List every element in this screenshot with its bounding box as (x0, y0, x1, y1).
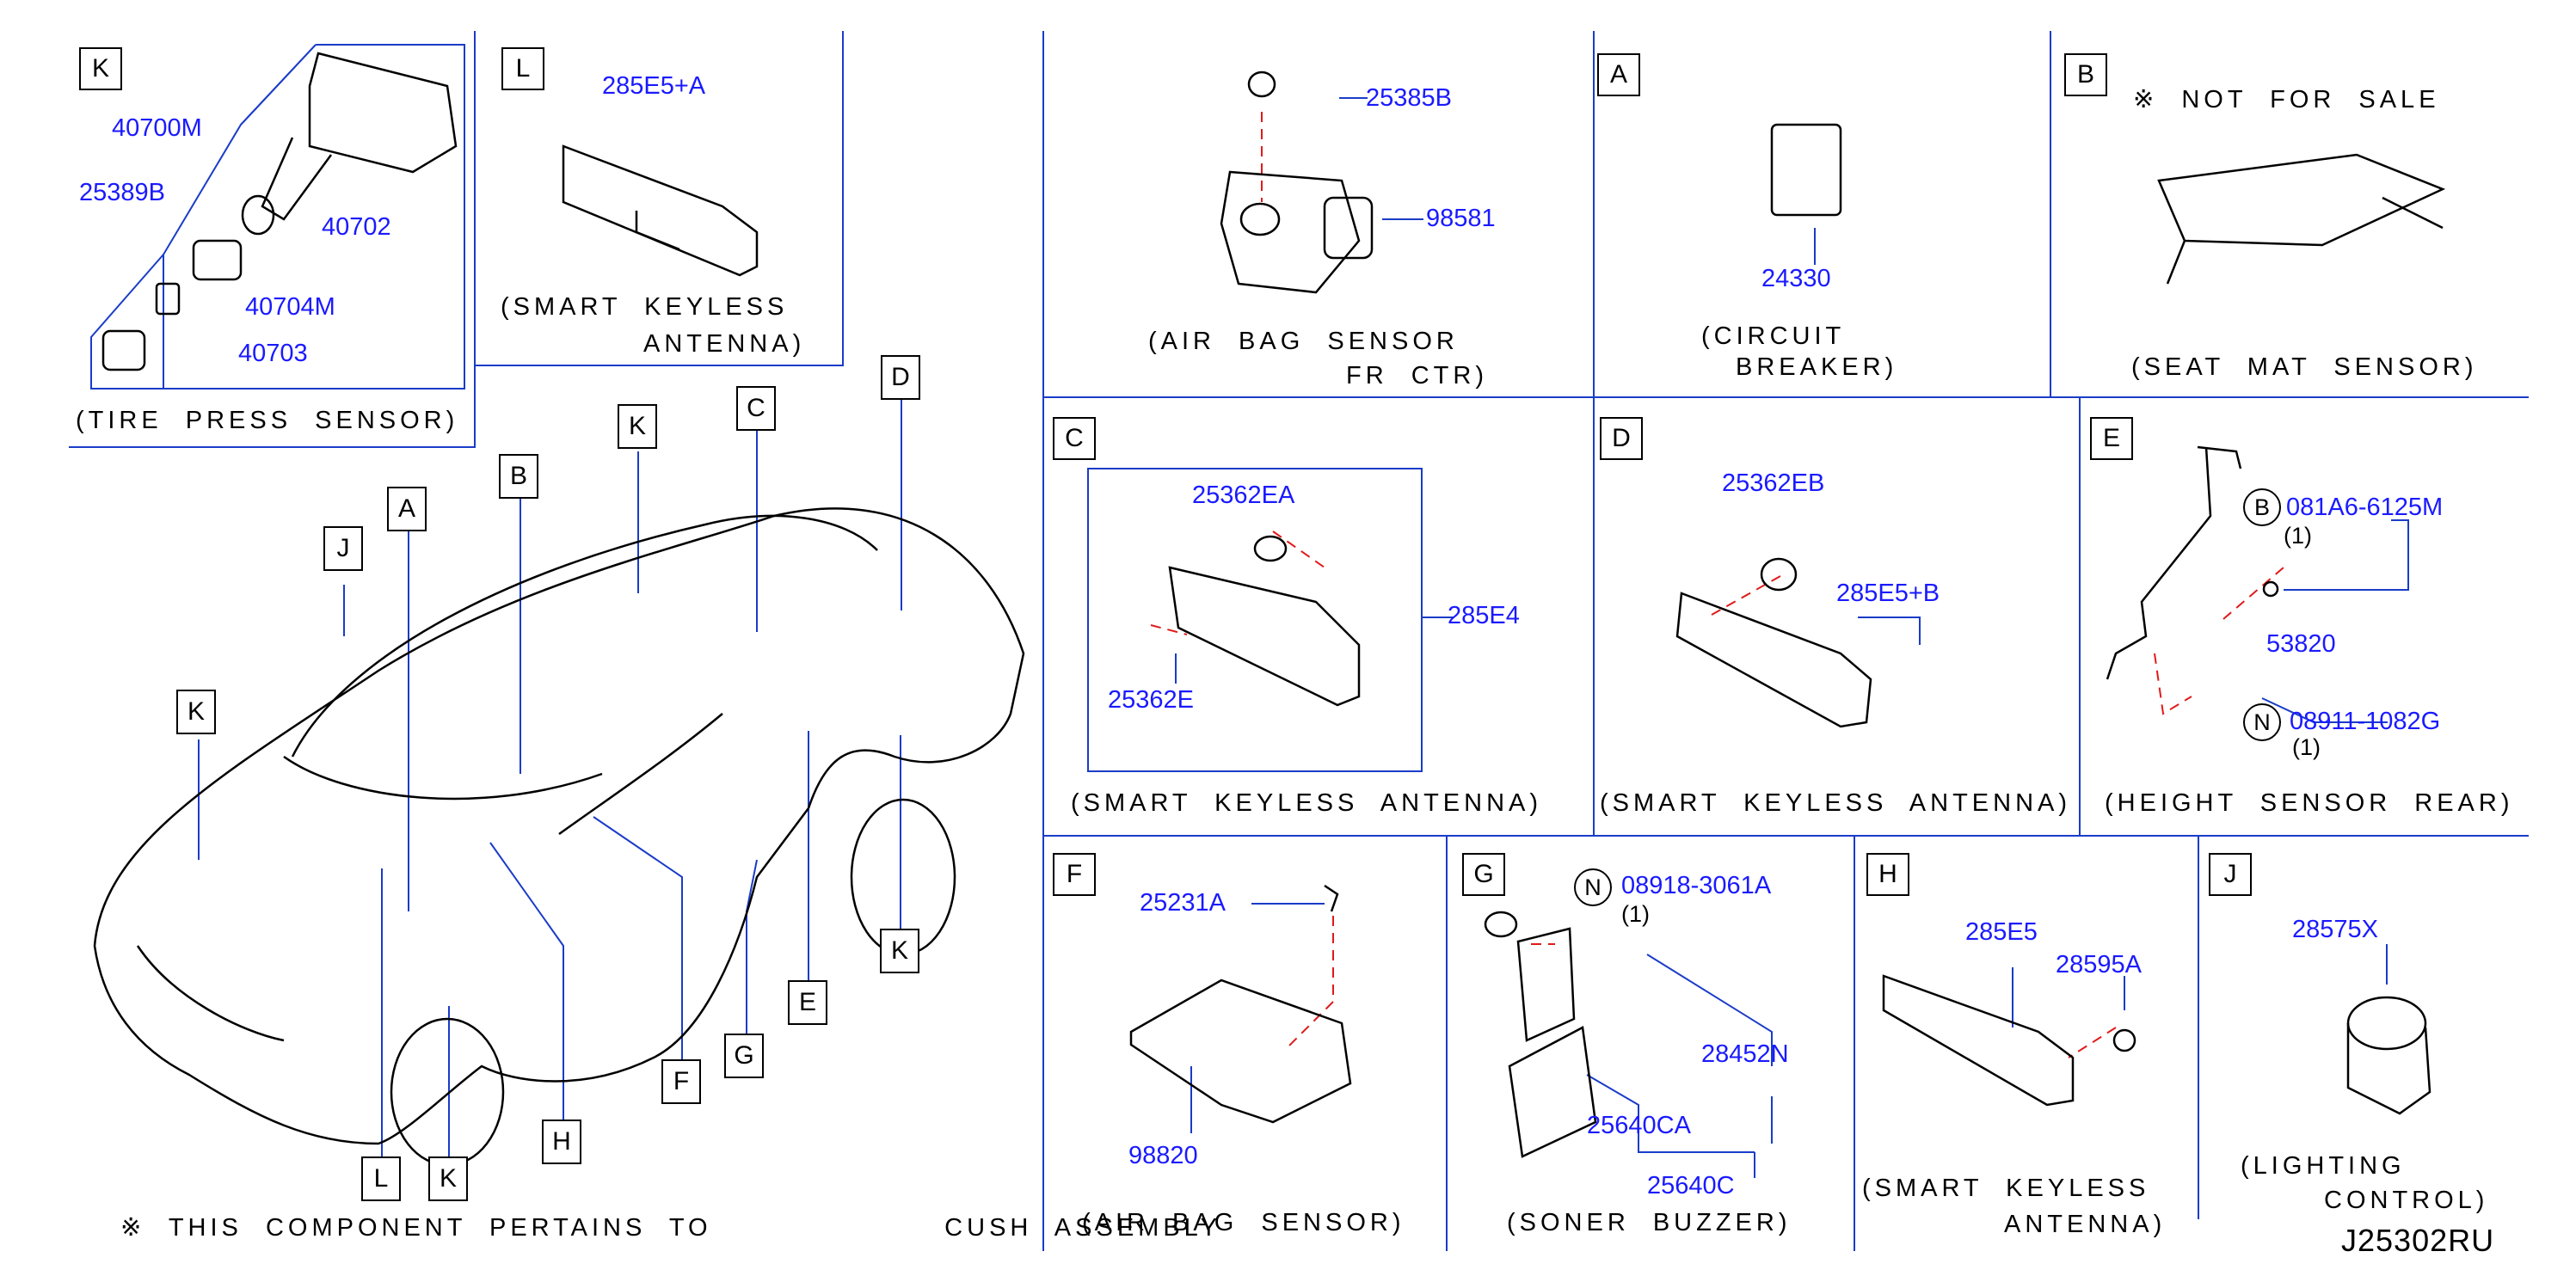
part-number: 25362E (1108, 686, 1194, 714)
panel-letter-e: E (2090, 417, 2133, 460)
panel-caption: (SONER BUZZER) (1507, 1209, 1792, 1236)
part-number: 25362EB (1722, 469, 1825, 497)
part-number: 40700M (112, 114, 202, 142)
part-number: 285E5+A (602, 72, 706, 100)
panel-letter-l: L (501, 47, 544, 90)
part-number: 081A6-6125M (2286, 494, 2444, 521)
part-number: 25389B (79, 179, 165, 206)
not-for-sale-note: ※ NOT FOR SALE (2133, 86, 2440, 113)
figure-code: J25302RU (2341, 1223, 2495, 1258)
panel-caption: (TIRE PRESS SENSOR) (76, 407, 459, 434)
part-number: 25362EA (1192, 482, 1295, 509)
panel-caption: (SMART KEYLESS (501, 293, 789, 321)
panel-caption: (SMART KEYLESS (1862, 1175, 2150, 1202)
panel-letter-d: D (1600, 417, 1643, 460)
part-number: 285E5+B (1836, 580, 1940, 607)
panel-letter-c: C (1053, 417, 1096, 460)
panel-letter-h: H (1866, 853, 1909, 896)
car-callout-l: L (361, 1156, 401, 1201)
part-number: 08911-1082G (2290, 708, 2441, 735)
car-callout-j: J (323, 526, 363, 571)
bolt-prefix-circle: B (2243, 488, 2281, 526)
car-callout-e: E (788, 980, 827, 1025)
car-callout-d: D (881, 355, 920, 400)
panel-caption: (CIRCUIT (1701, 322, 1846, 350)
part-number: 25385B (1366, 84, 1452, 112)
car-callout-c: C (736, 386, 776, 431)
car-callout-g: G (724, 1034, 764, 1078)
panel-caption: (SMART KEYLESS ANTENNA) (1071, 789, 1543, 817)
footnote: ※ THIS COMPONENT PERTAINS TO CUSH ASSEMB… (120, 1214, 1222, 1242)
part-number: 40704M (245, 293, 335, 321)
part-number: 53820 (2266, 630, 2336, 658)
car-callout-a: A (387, 487, 427, 531)
part-number: 98820 (1128, 1142, 1198, 1169)
part-number: 25640C (1647, 1172, 1735, 1199)
car-callout-k: K (176, 690, 216, 734)
part-number: 28452N (1701, 1040, 1789, 1068)
panel-letter-g: G (1462, 853, 1505, 896)
nut-prefix-circle: N (1574, 868, 1612, 906)
panel-caption: (SMART KEYLESS ANTENNA) (1600, 789, 2072, 817)
part-number: 40702 (322, 213, 391, 241)
panel-letter-a: A (1597, 53, 1640, 96)
part-number: 25231A (1140, 889, 1226, 917)
car-callout-b: B (499, 454, 538, 499)
quantity: (1) (2284, 523, 2312, 549)
panel-caption: (HEIGHT SENSOR REAR) (2105, 789, 2514, 817)
panel-letter-j: J (2209, 853, 2252, 896)
part-number: 28595A (2056, 951, 2142, 978)
part-number: 285E5 (1965, 918, 2038, 946)
car-callout-k: K (880, 929, 919, 973)
panel-caption: BREAKER) (1736, 353, 1898, 381)
panel-caption: FR CTR) (1346, 362, 1488, 390)
panel-caption: ANTENNA) (2004, 1211, 2167, 1238)
part-number: 285E4 (1448, 602, 1520, 629)
quantity: (1) (2292, 734, 2321, 760)
panel-caption: (LIGHTING (2241, 1152, 2406, 1180)
nut-prefix-circle: N (2243, 703, 2281, 741)
panel-letter-b: B (2064, 53, 2107, 96)
panel-caption: CONTROL) (2324, 1187, 2489, 1214)
panel-caption: (AIR BAG SENSOR (1148, 328, 1459, 355)
part-number: 24330 (1761, 265, 1831, 292)
panel-letter-k: K (79, 47, 122, 90)
car-callout-k: K (618, 404, 657, 449)
part-number: 98581 (1426, 205, 1496, 232)
car-callout-f: F (661, 1059, 701, 1104)
panel-caption: ANTENNA) (643, 330, 806, 358)
part-number: 28575X (2292, 916, 2378, 943)
panel-caption: (SEAT MAT SENSOR) (2131, 353, 2478, 381)
part-number: 08918-3061A (1621, 872, 1772, 899)
car-callout-k: K (428, 1156, 468, 1201)
part-number: 25640CA (1587, 1112, 1691, 1139)
part-number: 40703 (238, 340, 308, 367)
panel-caption: (AIR BAG SENSOR) (1082, 1209, 1405, 1236)
car-callout-h: H (542, 1120, 581, 1164)
panel-letter-f: F (1053, 853, 1096, 896)
quantity: (1) (1621, 901, 1650, 927)
